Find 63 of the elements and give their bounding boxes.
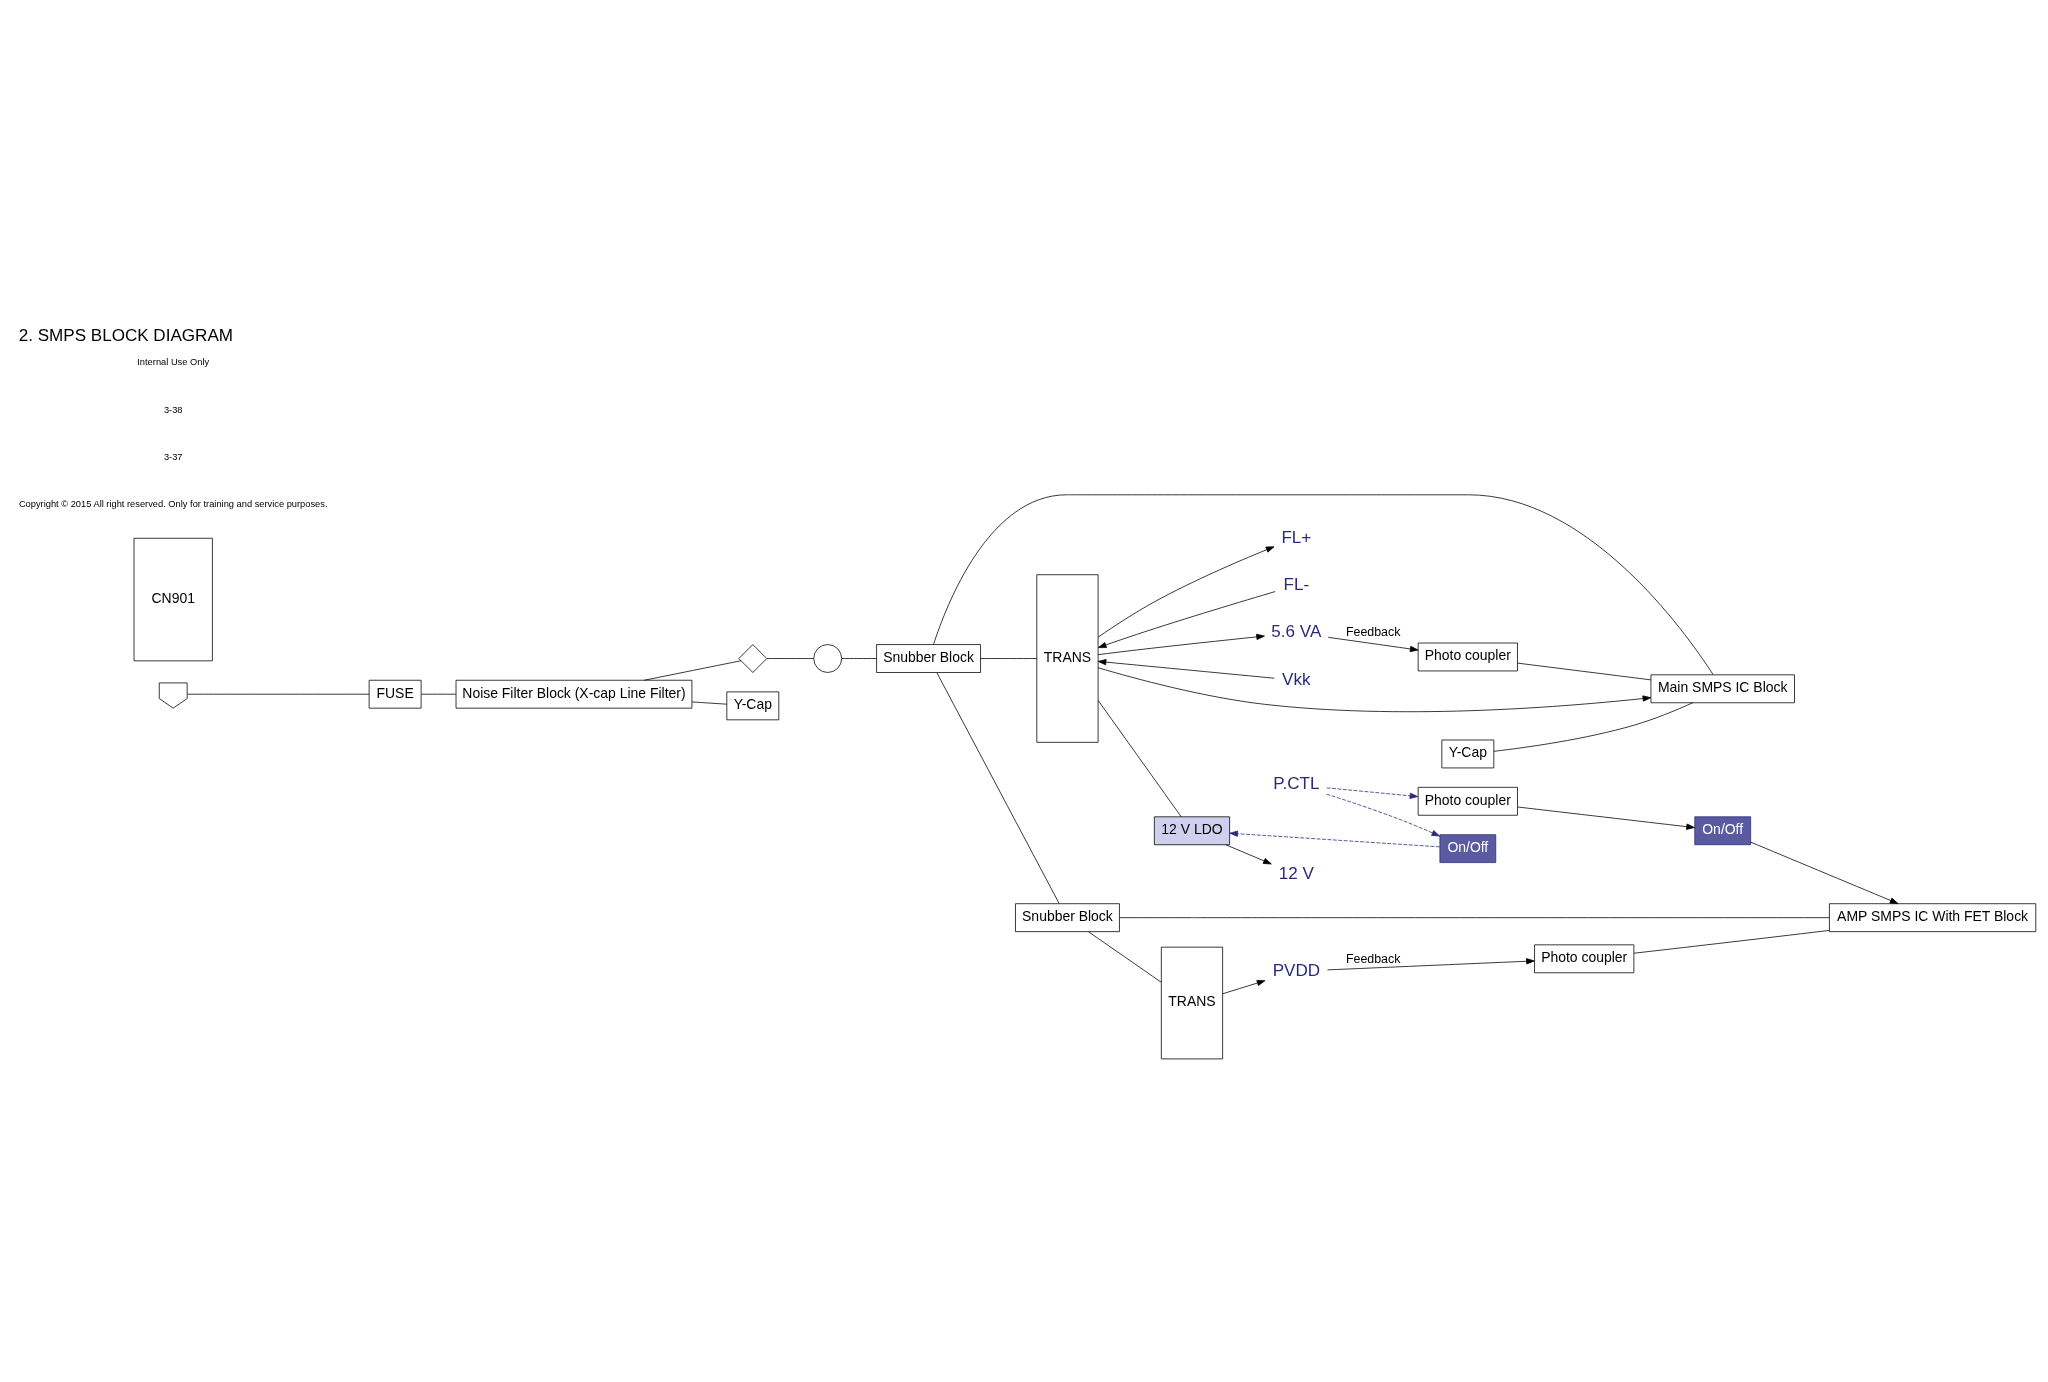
node-text: 12 V — [1278, 863, 1314, 883]
connector — [187, 693, 370, 695]
node-text: FL+ — [1281, 527, 1312, 547]
node-box: Noise Filter Block (X-cap Line Filter) — [455, 679, 693, 709]
arrow — [1326, 786, 1419, 799]
node-box: On/Off — [1439, 833, 1497, 863]
arrow — [1326, 793, 1441, 836]
node-box: TRANS — [1036, 573, 1099, 743]
node-box: Photo coupler — [1417, 642, 1518, 671]
node-text: FL- — [1283, 574, 1310, 594]
edge-label: Feedback — [1345, 624, 1401, 639]
arrow — [1097, 545, 1275, 637]
arrow — [1097, 666, 1652, 712]
label: 3-37 — [163, 451, 183, 462]
label: Internal Use Only — [137, 356, 210, 367]
node-text: PVDD — [1272, 960, 1321, 980]
node-box: 12 V LDO — [1153, 815, 1230, 845]
arrow — [1097, 633, 1265, 655]
node-box: Photo coupler — [1417, 786, 1518, 816]
node-box: FUSE — [368, 679, 422, 709]
connector — [643, 659, 742, 681]
node-text: P.CTL — [1273, 773, 1320, 793]
arrow — [1327, 636, 1419, 652]
node-plug — [158, 682, 188, 709]
connector — [933, 493, 1714, 675]
node-box: Snubber Block — [876, 643, 981, 673]
connector — [1119, 916, 1830, 918]
arrow — [1225, 843, 1272, 864]
connector — [420, 693, 457, 695]
arrow — [1222, 979, 1266, 994]
node-box: On/Off — [1694, 815, 1752, 845]
node-box: Y-Cap — [726, 691, 780, 720]
connector — [1088, 930, 1162, 983]
diagram-title: 2. SMPS BLOCK DIAGRAM — [18, 325, 234, 345]
label: 3-38 — [163, 404, 183, 415]
connector — [1493, 701, 1694, 752]
node-box: TRANS — [1160, 946, 1224, 1059]
node-ellipse — [813, 643, 843, 673]
connector — [691, 701, 728, 705]
node-box: CN901 — [133, 537, 213, 661]
label: Copyright © 2015 All right reserved. Only for training and service purposes. — [18, 498, 328, 509]
arrow — [1750, 841, 1899, 904]
connector — [1517, 662, 1652, 680]
connector — [841, 657, 877, 659]
arrow — [1229, 830, 1441, 847]
node-box: Y-Cap — [1441, 739, 1495, 768]
node-box: Photo coupler — [1534, 943, 1635, 973]
connector — [980, 657, 1038, 659]
node-diamond — [738, 643, 768, 673]
node-box: Main SMPS IC Block — [1650, 673, 1795, 703]
node-box: Snubber Block — [1015, 902, 1120, 932]
arrow — [1517, 806, 1695, 830]
node-box: AMP SMPS IC With FET Block — [1829, 902, 2037, 932]
connector — [936, 671, 1060, 904]
connector — [766, 657, 814, 659]
connector — [1633, 929, 1830, 954]
edge-label: Feedback — [1345, 951, 1401, 966]
node-text: 5.6 VA — [1271, 621, 1322, 641]
node-text: Vkk — [1282, 669, 1311, 689]
arrow — [1327, 957, 1535, 970]
arrow — [1098, 590, 1276, 648]
arrow — [1097, 658, 1275, 679]
connector — [1097, 699, 1182, 817]
